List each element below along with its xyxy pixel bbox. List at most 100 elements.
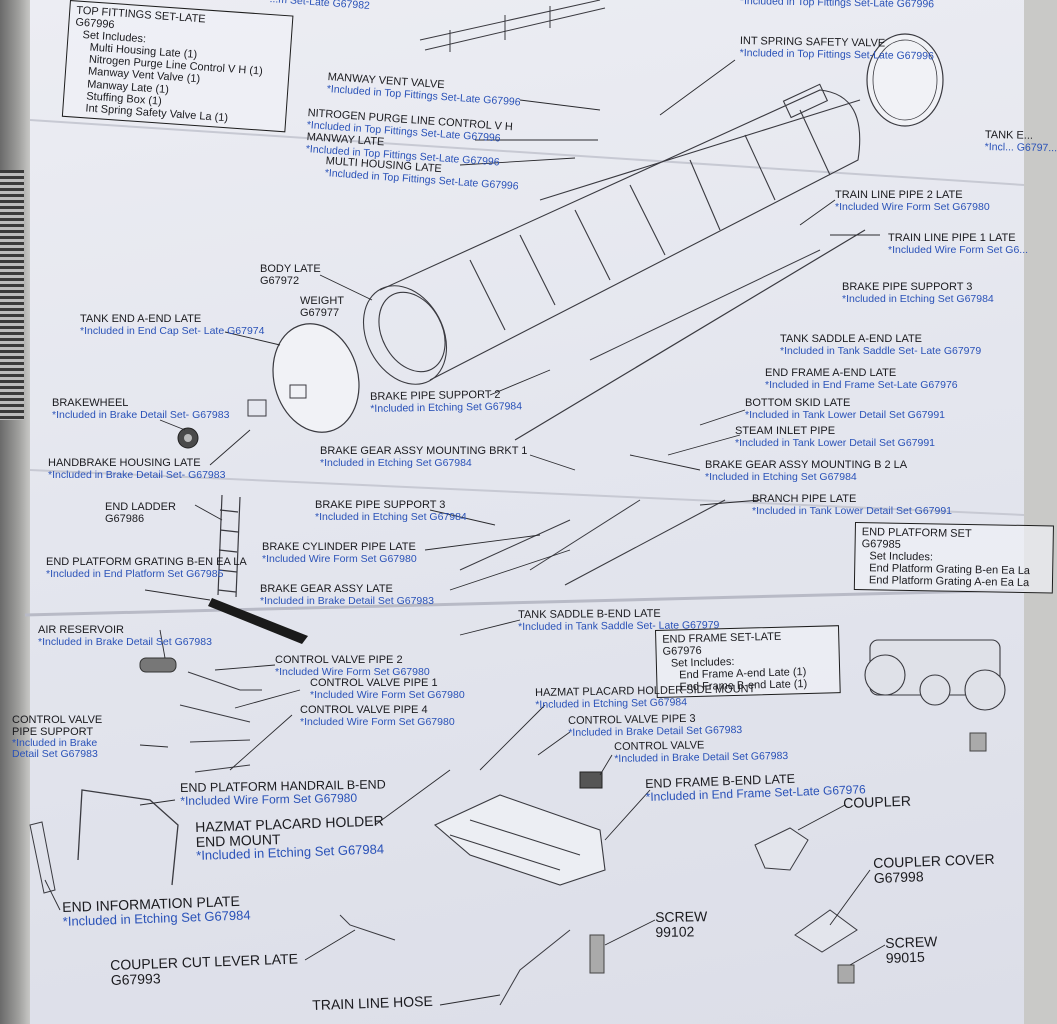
callout-label: END FRAME A-END LATE*Included in End Fra… [765,367,958,391]
callout-label: AIR RESERVOIR*Included in Brake Detail S… [38,624,212,648]
part-info-text: *Included in Brake Detail Set G67983 [260,594,434,607]
part-name-text: BRAKE CYLINDER PIPE LATE [262,541,416,553]
truck-drawing [864,639,1006,711]
part-name-text: CONTROL VALVE PIPE 1 [310,677,438,689]
part-info-text: *Incl... G6797... [984,140,1057,154]
part-info-text: *Included in Brake Detail Set G67983 [38,635,212,648]
callout-label: BRAKEWHEEL*Included in Brake Detail Set-… [52,397,230,421]
part-info-text: *Included in Brake Detail Set- G67983 [48,468,226,481]
callout-label: BRAKE GEAR ASSY LATE*Included in Brake D… [260,583,434,607]
part-name-text: WEIGHT [300,295,344,307]
part-info-text: *Included in Brake Detail Set- G67983 [52,408,230,421]
part-name-text: CONTROL VALVE PIPE 2 [275,654,403,666]
callout-label: BRAKE CYLINDER PIPE LATE*Included Wire F… [262,541,417,565]
callout-label: CONTROL VALVE*Included in Brake Detail S… [614,739,788,765]
part-name-text: COUPLER [842,792,912,811]
part-info-text: *Included in Brake Detail Set G67983 [12,737,98,761]
part-info-text: *Included in Etching Set G67984 [842,292,994,305]
callout-label: BOTTOM SKID LATE*Included in Tank Lower … [745,397,946,421]
part-name-text: END PLATFORM GRATING B-EN EA LA [46,556,247,568]
callout-label: HAZMAT PLACARD HOLDER END MOUNT*Included… [195,812,396,863]
part-name-text: TRAIN LINE PIPE 2 LATE [835,189,963,201]
top-fittings-set-box: TOP FITTINGS SET-LATE G67996 Set Include… [61,0,294,133]
part-info-text: *Included in End Platform Set G67985 [46,567,224,580]
part-name-text: BRAKEWHEEL [52,397,129,409]
callout-label: END PLATFORM GRATING B-EN EA LA*Included… [46,556,247,580]
part-name-text: 99102 [655,923,695,940]
callout-label: END PLATFORM HANDRAIL B-END*Included Wir… [180,777,386,808]
callout-label: BRANCH PIPE LATE*Included in Tank Lower … [752,493,953,517]
callout-label: CONTROL VALVE PIPE 1*Included Wire Form … [310,677,465,701]
callout-label: HANDBRAKE HOUSING LATE*Included in Brake… [48,457,226,481]
part-info-text: *Included Wire Form Set G67980 [262,552,417,565]
part-info-text: *Included Wire Form Set G6... [888,243,1029,256]
callout-label: END INFORMATION PLATE*Included in Etchin… [62,893,251,929]
part-info-text: *Included in Etching Set G67984 [315,510,467,523]
part-info-text: *Included in Tank Lower Detail Set G6799… [735,436,936,449]
part-name-text: BRAKE PIPE SUPPORT 3 [842,281,973,293]
part-info-text: *Included in Etching Set G67984 [705,470,857,483]
callout-label: CONTROL VALVE PIPE 4*Included Wire Form … [300,704,455,728]
end-ladder-drawing [217,494,241,598]
part-name-text: TANK END A-END LATE [80,313,202,325]
part-info-text: *Included in End Frame Set-Late G67976 [765,378,958,391]
part-info-text: *Included Wire Form Set G67980 [310,688,465,701]
background-stripes [0,170,24,420]
part-info-text: *Included in Tank Saddle Set- Late G6797… [780,344,982,357]
callout-label: TANK SADDLE A-END LATE*Included in Tank … [780,333,982,357]
part-name-text: END LADDER [105,501,176,513]
part-name-text: BRAKE GEAR ASSY MOUNTING B 2 LA [705,459,908,471]
end-platform-set-box: END PLATFORM SET G67985 Set Includes: En… [853,522,1054,594]
callout-label: TANK SADDLE B-END LATE*Included in Tank … [518,608,720,633]
callout-label: BRAKE GEAR ASSY MOUNTING BRKT 1*Included… [320,445,528,469]
callout-label: TANK END A-END LATE*Included in End Cap … [80,313,265,337]
part-name-text: BRAKE PIPE SUPPORT 3 [315,499,446,511]
part-name-text: TANK SADDLE A-END LATE [780,333,923,345]
part-name-text: STEAM INLET PIPE [735,425,836,437]
part-name-text: SCREW [654,908,708,925]
part-name-text: BOTTOM SKID LATE [745,397,851,409]
callout-label: STEAM INLET PIPE*Included in Tank Lower … [735,425,936,449]
part-info-text: *Included in Tank Lower Detail Set G6799… [745,408,946,421]
part-info-text: *Included in Tank Lower Detail Set G6799… [752,504,953,517]
part-name-text: G67972 [260,274,300,287]
part-name-text: TRAIN LINE PIPE 1 LATE [888,232,1016,244]
grating-drawing [208,598,308,644]
part-name-text: G67977 [300,306,340,319]
callout-label: TANK E...*Incl... G6797... [984,129,1057,154]
callout-label: INT SPRING SAFETY VALVE*Included in Top … [740,35,935,62]
part-name-text: END FRAME A-END LATE [765,367,897,379]
part-info-text: *Included Wire Form Set G67980 [835,200,990,213]
callout-label: BRAKE PIPE SUPPORT 3*Included in Etching… [842,281,994,305]
part-name-text: BRANCH PIPE LATE [752,493,857,505]
part-name-text: 99015 [885,948,925,966]
callout-label: TRAIN LINE PIPE 1 LATE*Included Wire For… [888,232,1029,256]
end-frame-drawing [433,794,606,886]
part-info-text: *Included Wire Form Set G67980 [300,715,455,728]
part-name-text: G67986 [105,512,145,525]
part-info-text: *Included in Tank Saddle Set- Late G6797… [518,618,720,633]
callout-label: CONTROL VALVE PIPE SUPPORT*Included in B… [12,714,122,761]
callout-label: COUPLER [842,792,912,811]
callout-label: HAZMAT PLACARD HOLDER SIDE MOUNT*Include… [535,683,756,710]
callout-label: TRAIN LINE PIPE 2 LATE*Included Wire For… [835,189,990,213]
part-name-text: CONTROL VALVE PIPE SUPPORT [12,714,103,738]
part-info-text: *Included Wire Form Set G67980 [275,665,430,678]
part-name-text: BRAKE GEAR ASSY MOUNTING BRKT 1 [320,445,528,457]
part-name-text: AIR RESERVOIR [38,624,124,636]
part-info-text: *Included in End Cap Set- Late G67974 [80,324,265,337]
callout-label: BRAKE PIPE SUPPORT 3*Included in Etching… [315,499,467,523]
callout-label: CONTROL VALVE PIPE 2*Included Wire Form … [275,654,430,678]
tank-end-drawing [272,323,360,433]
callout-label: CONTROL VALVE PIPE 3*Included in Brake D… [568,713,742,739]
part-name-text: BODY LATE [260,263,321,275]
exploded-diagram [24,0,1025,1006]
box-item: End Platform Grating A-en Ea La [868,574,1030,590]
callout-label: BRAKE GEAR ASSY MOUNTING B 2 LA*Included… [705,459,908,483]
